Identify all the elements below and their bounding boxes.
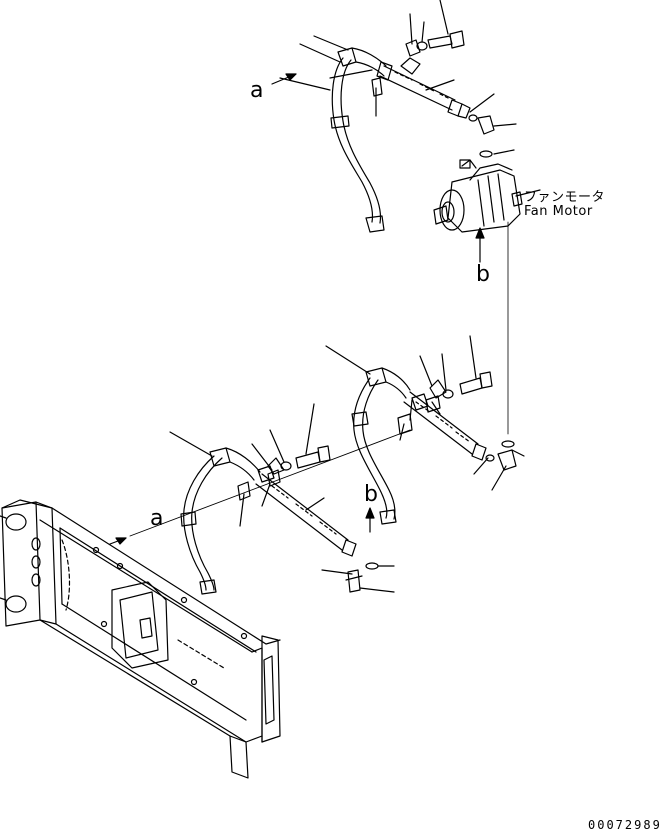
middle-hose-assembly	[325, 335, 525, 525]
frame-chassis	[0, 499, 281, 779]
view-label-a-bottom: a	[150, 506, 164, 531]
lower-hose-assembly	[129, 403, 411, 595]
fan-motor	[433, 150, 541, 435]
view-label-b-lower: b	[364, 482, 378, 507]
view-label-b-motor: b	[476, 262, 490, 287]
drawing-number: 00072989	[588, 818, 662, 832]
upper-hose-assembly	[271, 0, 517, 233]
view-label-a-top: a	[250, 78, 264, 103]
fan-motor-label-en: Fan Motor	[524, 204, 593, 219]
fan-motor-label-jp: ファンモータ	[524, 190, 606, 205]
